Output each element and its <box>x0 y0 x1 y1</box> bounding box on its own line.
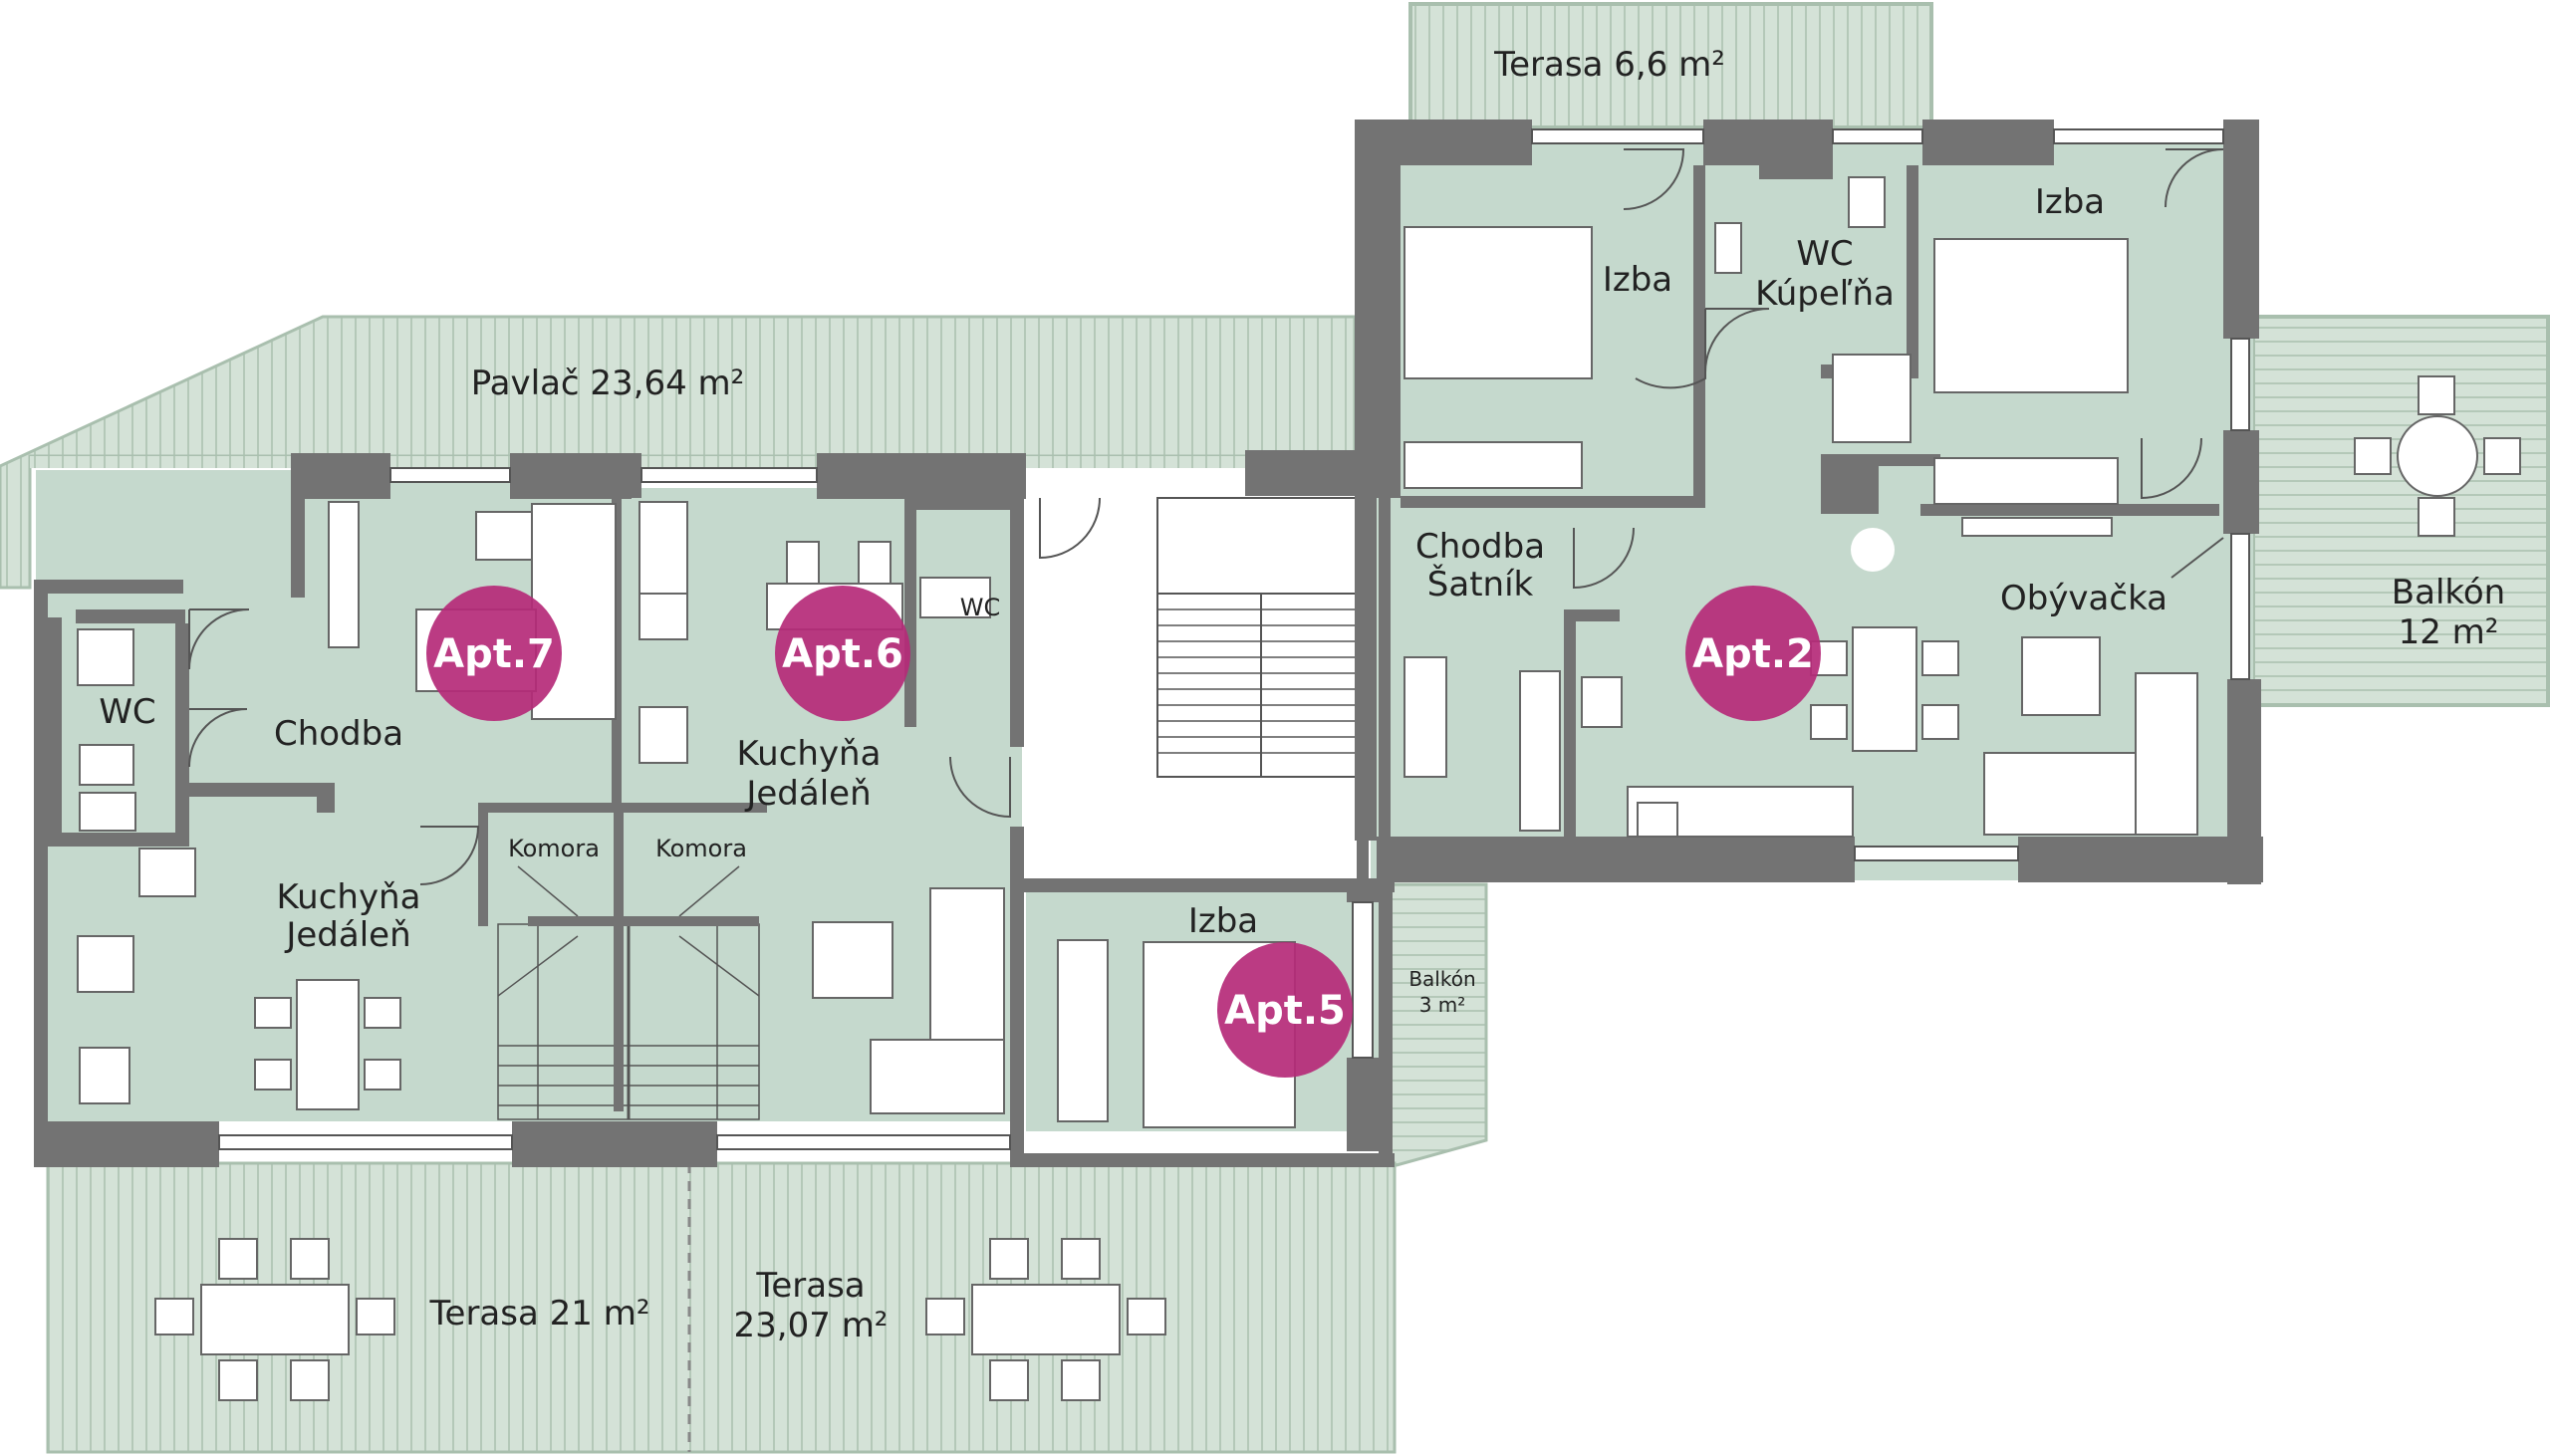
terrace-top-label: Terasa 6,6 m² <box>1493 45 1725 85</box>
terasa-2307-label-1: Terasa <box>755 1266 865 1306</box>
main-staircase <box>1156 497 1368 778</box>
svg-text:Apt.2: Apt.2 <box>1692 631 1814 677</box>
wc-kupelna-label-2: Kúpeľňa <box>1755 274 1895 314</box>
terasa-21-label: Terasa 21 m² <box>429 1294 650 1334</box>
terasa-2307-label-2: 23,07 m² <box>734 1306 889 1345</box>
wc-a6-label: WC <box>960 594 1001 621</box>
kuchyna-a7-label-1: Kuchyňa <box>277 877 421 917</box>
apt7-badge[interactable]: Apt.7 <box>426 586 562 721</box>
balkon-12-label-2: 12 m² <box>2399 612 2499 652</box>
izba-a5-label: Izba <box>1188 901 1258 941</box>
doors <box>188 148 2224 885</box>
balcony-small <box>1387 882 1488 1167</box>
kuchyna-a6-label-1: Kuchyňa <box>737 734 882 774</box>
ceiling-light-icon <box>1851 528 1895 572</box>
apt6-badge[interactable]: Apt.6 <box>775 586 910 721</box>
svg-text:Apt.6: Apt.6 <box>782 631 903 677</box>
svg-text:Apt.5: Apt.5 <box>1224 988 1346 1034</box>
komora-a6-label: Komora <box>655 835 747 862</box>
obyvacka-label: Obývačka <box>2000 579 2168 618</box>
apartment-badges[interactable]: Apt.7 Apt.6 Apt.2 Apt.5 <box>426 586 1821 1078</box>
balkon-3-label-1: Balkón <box>1408 967 1475 991</box>
kuchyna-a6-label-2: Jedáleň <box>744 774 871 814</box>
kuchyna-a7-label-2: Jedáleň <box>284 915 410 955</box>
terrace-top <box>1408 2 1933 129</box>
room-labels: Terasa 6,6 m² Pavlač 23,64 m² Izba WC Kú… <box>99 45 2505 1345</box>
apt2-badge[interactable]: Apt.2 <box>1685 586 1821 721</box>
chodba-satnik-label-2: Šatník <box>1427 564 1534 605</box>
komora-a7-label: Komora <box>508 835 600 862</box>
spiral-stairs <box>497 865 760 1120</box>
izba-a2-right-label: Izba <box>2035 182 2105 222</box>
furniture <box>77 176 2521 1401</box>
pavlac-label: Pavlač 23,64 m² <box>471 364 745 403</box>
chodba-a7-label: Chodba <box>274 714 403 754</box>
balkon-3-label-2: 3 m² <box>1419 993 1466 1017</box>
chodba-satnik-label-1: Chodba <box>1415 527 1545 567</box>
wc-a7-label: WC <box>99 692 155 732</box>
walls <box>34 120 2263 1167</box>
wc-kupelna-label-1: WC <box>1796 234 1853 274</box>
windows <box>218 128 2250 1150</box>
svg-text:Apt.7: Apt.7 <box>433 631 555 677</box>
apt5-badge[interactable]: Apt.5 <box>1217 942 1353 1078</box>
balkon-12-label-1: Balkón <box>2392 573 2505 612</box>
izba-a2-left-label: Izba <box>1603 260 1672 300</box>
